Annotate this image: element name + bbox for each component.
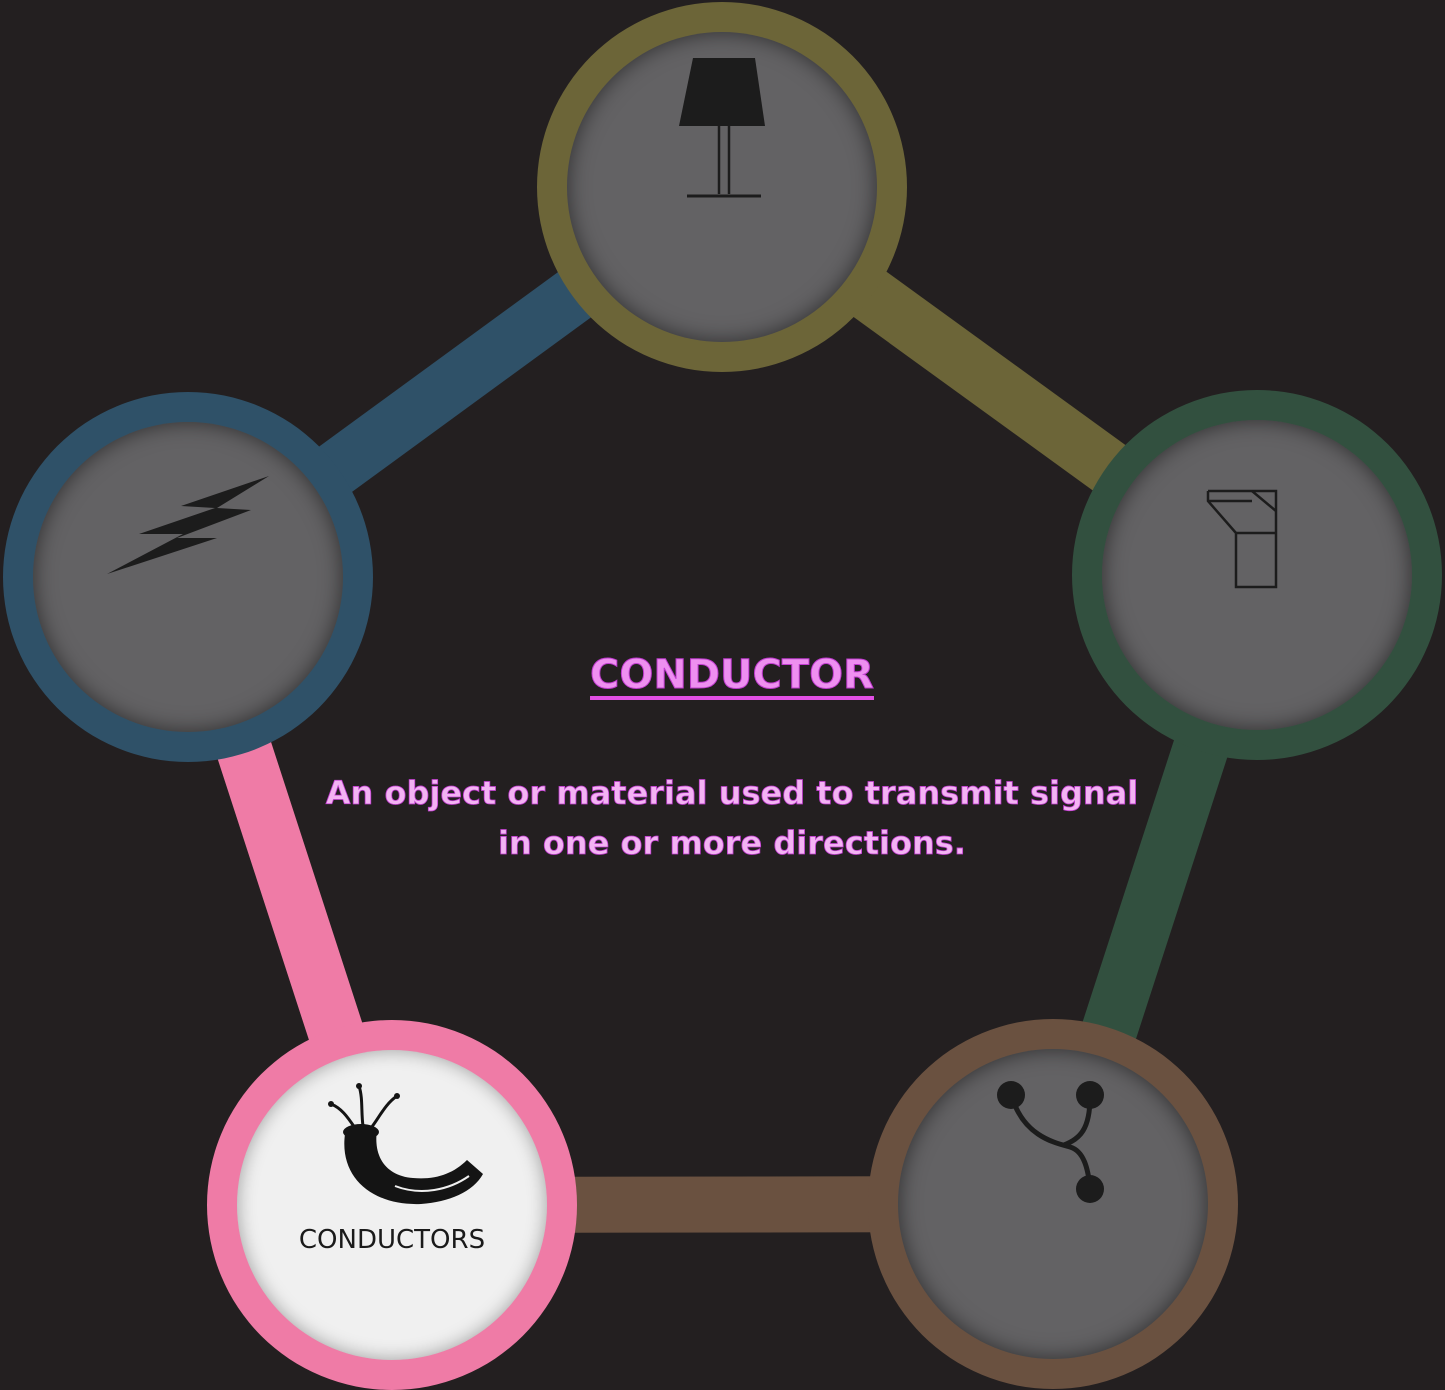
info-title: CONDUCTOR	[590, 652, 875, 699]
lightning-icon	[107, 476, 269, 574]
node-conductors[interactable]: CONDUCTORS	[207, 1020, 577, 1390]
switch-icon	[1206, 489, 1278, 589]
node-switch[interactable]	[1072, 390, 1442, 760]
info-description: An object or material used to transmit s…	[325, 774, 1139, 863]
node-power-face	[33, 422, 343, 732]
node-lamp[interactable]	[537, 2, 907, 372]
lamp-icon	[679, 58, 765, 198]
node-branch-face	[898, 1049, 1208, 1359]
cable-icon	[328, 1083, 483, 1205]
branch-icon	[997, 1081, 1104, 1203]
node-switch-face	[1102, 420, 1412, 730]
node-conductors-label: CONDUCTORS	[298, 1225, 486, 1255]
node-power[interactable]	[3, 392, 373, 762]
node-branch[interactable]	[868, 1019, 1238, 1389]
